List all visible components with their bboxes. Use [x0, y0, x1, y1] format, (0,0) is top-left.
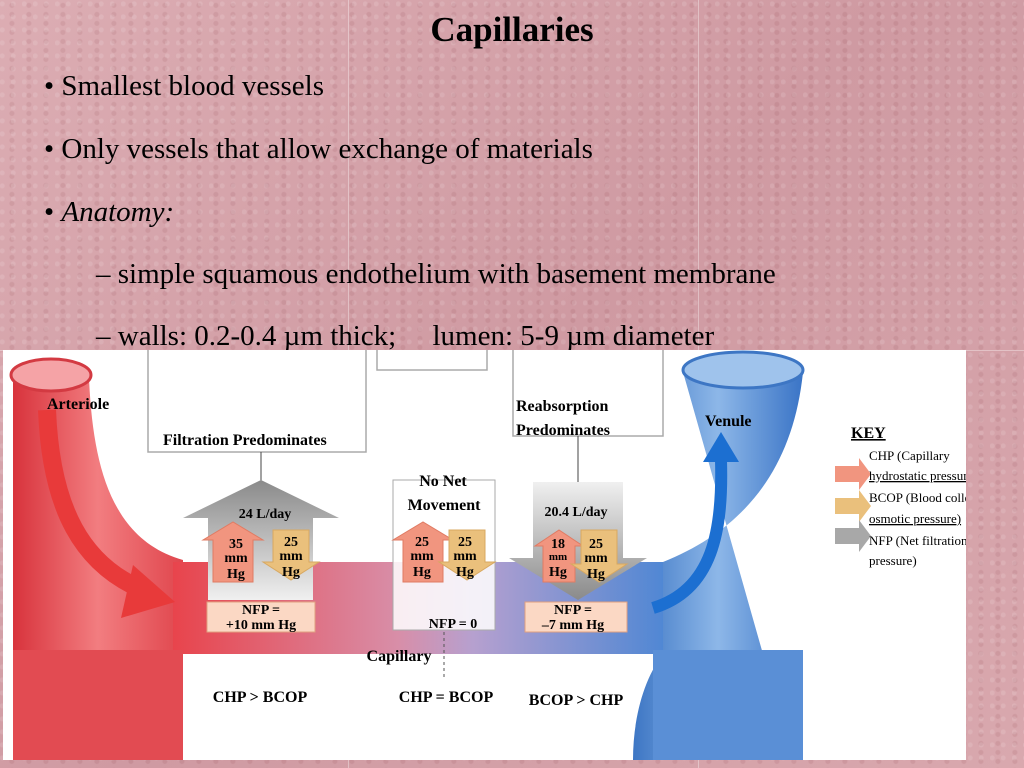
key-chp-arrow: [835, 458, 871, 490]
key-bcop-arrow: [835, 490, 871, 522]
mid-bcop-unit: mm: [453, 549, 477, 564]
venule-flow-arrowhead: [703, 432, 739, 462]
left-chp-arrow: [201, 521, 265, 583]
right-bcop-arrow: [569, 529, 629, 583]
mid-bcop-unit2: Hg: [456, 565, 474, 580]
nfp-right-box: [524, 601, 628, 633]
key-nfp-line1: NFP (Net filtration: [869, 533, 966, 548]
left-bcop-arrow: [261, 529, 321, 581]
diagram-svg: Arteriole Filtration Predominates Reabso…: [9, 350, 966, 760]
relation-mid: CHP = BCOP: [399, 689, 494, 706]
right-bcop-unit2: Hg: [587, 567, 605, 582]
arteriole-flow-arrow: [38, 409, 147, 599]
left-chp-unit2: Hg: [227, 567, 245, 582]
relation-left: CHP > BCOP: [213, 689, 308, 706]
nfp-left-box: [206, 601, 316, 633]
mid-bcop-value: 25: [458, 535, 472, 550]
right-chp-arrow: [533, 529, 585, 583]
left-bcop-value: 25: [284, 535, 298, 550]
subbullet-2: – walls: 0.2-0.4 µm thick; lumen: 5-9 µm…: [96, 320, 715, 352]
bullet-2: • Only vessels that allow exchange of ma…: [44, 133, 593, 165]
middle-callout: [376, 350, 488, 371]
mid-chp-arrow: [391, 521, 455, 583]
filtration-label: Filtration Predominates: [163, 432, 327, 449]
bullet-3-marker: •: [44, 196, 62, 228]
nfp-left-line2: +10 mm Hg: [226, 618, 296, 633]
left-chp-unit: mm: [224, 551, 248, 566]
key-chp-line1: CHP (Capillary: [869, 448, 950, 463]
left-bcop-unit2: Hg: [282, 565, 300, 580]
filtration-callout: [147, 350, 367, 453]
nfp-left-line1: NFP =: [242, 603, 280, 618]
right-chp-value: 18: [551, 537, 565, 552]
no-net-label-1: No Net: [419, 473, 467, 490]
venule-flow-arrow: [651, 459, 728, 614]
key-title: KEY: [851, 425, 886, 442]
relation-right: BCOP > CHP: [529, 692, 624, 709]
venule-lower: [653, 650, 803, 760]
arteriole-label: Arteriole: [47, 396, 109, 413]
reabsorption-label-2: Predominates: [516, 422, 610, 439]
anatomy-label: Anatomy:: [61, 196, 175, 228]
mid-chp-unit: mm: [410, 549, 434, 564]
right-chp-unit: mm: [549, 551, 567, 563]
left-chp-value: 35: [229, 537, 243, 552]
slide-title: Capillaries: [430, 10, 594, 49]
reabsorption-label-1: Reabsorption: [516, 398, 609, 415]
capillary-label: Capillary: [367, 648, 432, 665]
right-chp-unit2: Hg: [549, 565, 567, 580]
mid-chp-value: 25: [415, 535, 429, 550]
mid-chp-unit2: Hg: [413, 565, 431, 580]
nfp-right-line1: NFP =: [554, 603, 592, 618]
nfp-mid: NFP = 0: [429, 617, 477, 632]
right-flow-label: 20.4 L/day: [544, 505, 607, 520]
key-nfp-line2: pressure): [869, 553, 917, 568]
bullet-3: • Anatomy:: [44, 196, 174, 229]
mid-bcop-arrow: [437, 529, 497, 581]
key-nfp-arrow: [835, 520, 871, 552]
right-bcop-unit: mm: [584, 551, 608, 566]
left-flow-label: 24 L/day: [239, 507, 292, 522]
subbullet-1: – simple squamous endothelium with basem…: [96, 258, 776, 290]
bullet-1: • Smallest blood vessels: [44, 70, 325, 102]
no-net-label-2: Movement: [408, 497, 482, 514]
reabsorption-callout: [512, 350, 664, 437]
key-chp-line2: hydrostatic pressure): [869, 468, 966, 483]
capillary-diagram: Arteriole Filtration Predominates Reabso…: [3, 350, 966, 760]
key-bcop-line1: BCOP (Blood colloid: [869, 490, 966, 505]
arteriole-flow-arrowhead: [121, 565, 175, 618]
arteriole-opening: [9, 357, 93, 393]
venule-opening: [681, 350, 805, 390]
key-bcop-line2: osmotic pressure): [869, 511, 961, 526]
nfp-right-line2: –7 mm Hg: [541, 618, 604, 633]
venule-label: Venule: [705, 413, 752, 430]
left-bcop-unit: mm: [279, 549, 303, 564]
right-bcop-value: 25: [589, 537, 603, 552]
arteriole-lower: [13, 650, 183, 760]
